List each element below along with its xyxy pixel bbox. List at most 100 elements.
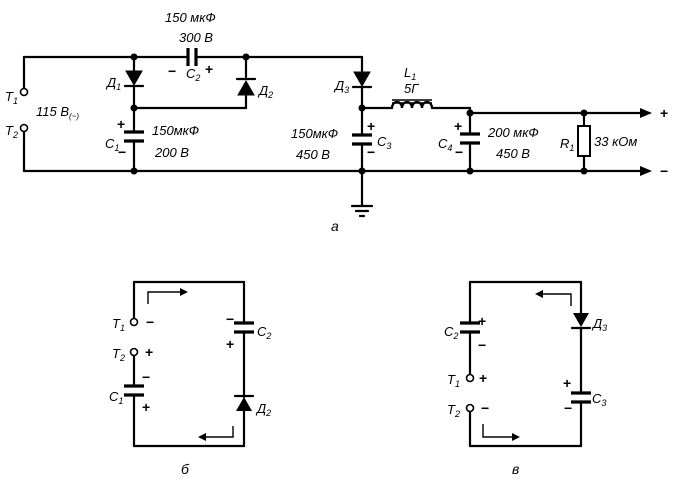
junction-dot xyxy=(580,167,588,175)
sign-plus: + xyxy=(479,370,487,386)
inductor-l1 xyxy=(390,99,434,110)
arrow-head xyxy=(180,288,188,296)
junction-dot xyxy=(130,167,138,175)
sign-plus: + xyxy=(563,375,571,391)
diode-d3 xyxy=(570,313,592,330)
label-d1: Д1 xyxy=(105,75,121,92)
diode-d3 xyxy=(351,71,373,89)
label-c3: C3 xyxy=(592,391,606,408)
sign-plus: + xyxy=(142,399,150,415)
terminal-t1 xyxy=(465,373,475,383)
terminal-t1 xyxy=(129,317,139,327)
sign-plus: + xyxy=(205,61,213,77)
capacitor-c4 xyxy=(460,132,480,145)
junction-dot xyxy=(358,167,366,175)
label-r1: R1 xyxy=(560,136,574,153)
label-c1: C1 xyxy=(105,136,119,153)
label-l1: L1 xyxy=(404,65,416,82)
current-path-arrow xyxy=(147,291,180,304)
capacitor-c2 xyxy=(186,48,198,66)
arrow-head xyxy=(512,433,520,441)
current-path-arrow xyxy=(206,426,234,438)
sign-minus: − xyxy=(481,400,489,416)
sign-plus: + xyxy=(226,336,234,352)
label-d2: Д2 xyxy=(257,83,273,100)
arrow-head xyxy=(198,433,206,441)
label-t1: T1 xyxy=(5,89,18,106)
ground-symbol xyxy=(350,204,374,218)
sign-minus: − xyxy=(142,369,150,385)
sign-minus: − xyxy=(564,400,572,416)
label-c2: C2 xyxy=(444,324,458,341)
terminal-t1 xyxy=(19,87,29,97)
label-d3: Д3 xyxy=(333,78,349,95)
label-t1: T1 xyxy=(447,372,460,389)
label-d2: Д2 xyxy=(255,401,271,418)
label-c2-value: 150 мкФ xyxy=(165,10,216,25)
current-path-arrow xyxy=(543,293,572,306)
label-input-voltage: 115 В(~) xyxy=(36,104,79,121)
junction-dot xyxy=(466,109,474,117)
sign-minus: − xyxy=(168,63,176,79)
resistor-r1 xyxy=(577,125,591,157)
output-minus-label: − xyxy=(660,163,668,179)
caption-c: в xyxy=(512,461,519,477)
sign-plus: + xyxy=(367,118,375,134)
label-c2: C2 xyxy=(257,324,271,341)
junction-dot xyxy=(242,53,250,61)
sign-minus: − xyxy=(146,314,154,330)
capacitor-c3 xyxy=(352,133,372,146)
label-c4-voltage: 450 В xyxy=(496,146,530,161)
sign-plus: + xyxy=(454,118,462,134)
junction-dot xyxy=(466,167,474,175)
diode-d1 xyxy=(123,70,145,88)
label-r1-value: 33 кОм xyxy=(594,134,637,149)
label-t2: T2 xyxy=(447,402,460,419)
sign-plus: + xyxy=(145,344,153,360)
label-c4: C4 xyxy=(438,136,452,153)
label-c3: C3 xyxy=(377,134,391,151)
caption-b: б xyxy=(181,461,190,477)
terminal-t2 xyxy=(129,347,139,357)
capacitor-c3 xyxy=(571,391,591,404)
current-path-arrow xyxy=(482,424,512,438)
junction-dot xyxy=(358,104,366,112)
label-c2-voltage: 300 В xyxy=(179,30,213,45)
caption-a: а xyxy=(331,218,339,234)
output-arrow-plus xyxy=(640,108,652,118)
output-arrow-minus xyxy=(640,166,652,176)
label-t2: T2 xyxy=(5,123,18,140)
sign-plus: + xyxy=(478,313,486,329)
junction-dot xyxy=(130,104,138,112)
schematic-c: C2 + − T1 + T2 − Д3 + C3 − в xyxy=(444,280,607,477)
diode-d2 xyxy=(233,394,255,411)
sign-minus: − xyxy=(455,144,463,160)
label-l1-value: 5Г xyxy=(404,81,419,96)
label-c4-value: 200 мкФ xyxy=(487,125,539,140)
label-c2: C2 xyxy=(186,66,200,83)
sign-minus: − xyxy=(226,311,234,327)
terminal-t2 xyxy=(19,123,29,133)
label-c1-voltage: 200 В xyxy=(154,145,189,160)
capacitor-c2 xyxy=(234,321,254,334)
capacitor-c1 xyxy=(124,130,144,143)
diode-d2 xyxy=(235,77,257,96)
label-c3-voltage: 450 В xyxy=(296,147,330,162)
arrow-head xyxy=(535,290,543,298)
schematic-b: T1 − T2 + − C1 + − C2 + Д2 б xyxy=(109,280,271,477)
junction-dot xyxy=(580,109,588,117)
sign-minus: − xyxy=(118,144,126,160)
label-d3: Д3 xyxy=(591,316,607,333)
label-t2: T2 xyxy=(112,346,125,363)
sign-plus: + xyxy=(117,116,125,132)
capacitor-c1 xyxy=(124,384,144,397)
output-plus-label: + xyxy=(660,105,668,121)
capacitor-c2 xyxy=(460,321,480,334)
label-c1: C1 xyxy=(109,389,123,406)
sign-minus: − xyxy=(478,337,486,353)
label-t1: T1 xyxy=(112,316,125,333)
label-c3-value: 150мкФ xyxy=(291,126,338,141)
terminal-t2 xyxy=(465,403,475,413)
label-c1-value: 150мкФ xyxy=(152,123,199,138)
